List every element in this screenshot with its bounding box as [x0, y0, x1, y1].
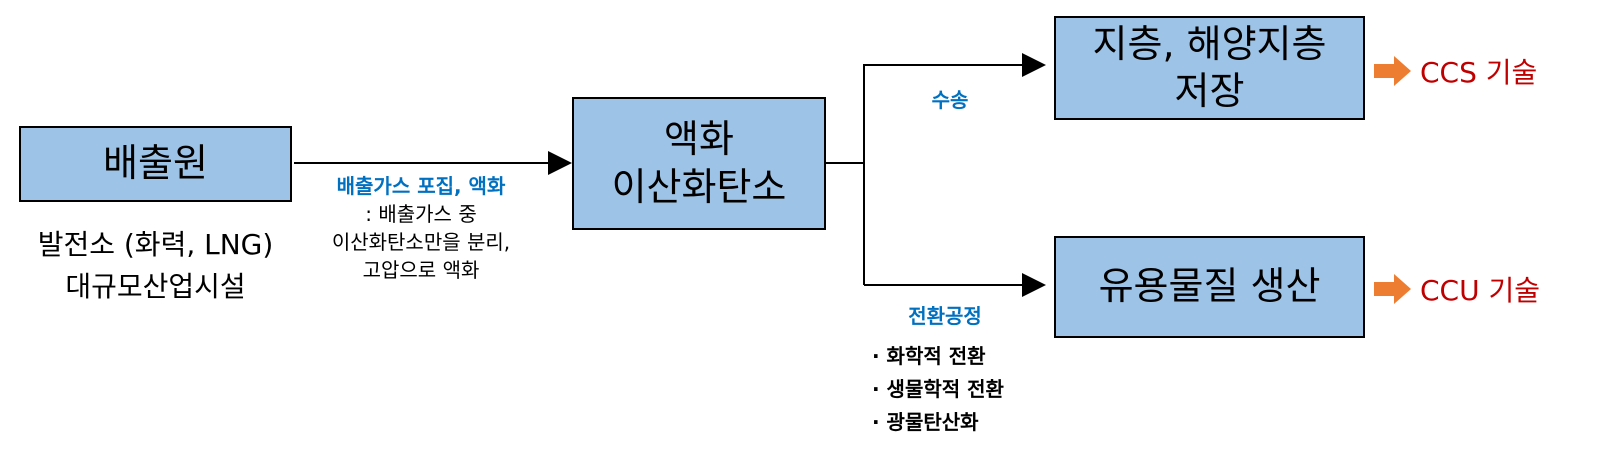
- capture-description-line-2: 이산화탄소만을 분리,: [331, 230, 511, 254]
- storage-line-2: 저장: [1174, 69, 1245, 113]
- capture-arrow-head: [548, 151, 572, 175]
- emission-source-box: 배출원: [19, 126, 292, 202]
- ccs-technology-tag: CCS 기술: [1374, 50, 1564, 90]
- capture-description-line-1: : 배출가스 중: [365, 202, 477, 226]
- conversion-item-chemical: · 화학적 전환: [872, 344, 986, 368]
- production-label: 유용물질 생산: [1098, 264, 1321, 309]
- conversion-arrow-head: [1022, 273, 1046, 297]
- right-arrow-icon: [1374, 274, 1411, 304]
- source-example-power: 발전소 (화력, LNG): [37, 228, 274, 261]
- right-arrow-icon: [1374, 56, 1411, 86]
- capture-label: 배출가스 포집, 액화: [336, 174, 506, 198]
- ccs-technology-label: CCS 기술: [1420, 56, 1538, 89]
- capture-annotation: 배출가스 포집, 액화 : 배출가스 중 이산화탄소만을 분리, 고압으로 액화: [298, 172, 544, 284]
- liquid-co2-line-1: 액화: [664, 117, 734, 161]
- transport-label: 수송: [931, 88, 969, 112]
- ccu-technology-tag: CCU 기술: [1374, 268, 1564, 308]
- conversion-label: 전환공정: [908, 304, 982, 328]
- liquid-co2-box: 액화 이산화탄소: [572, 97, 826, 230]
- conversion-item-mineral: · 광물탄산화: [872, 410, 979, 434]
- ccu-technology-label: CCU 기술: [1420, 274, 1541, 307]
- production-box: 유용물질 생산: [1054, 236, 1365, 338]
- transport-arrow-head: [1022, 53, 1046, 77]
- emission-source-label: 배출원: [103, 141, 208, 186]
- liquid-co2-line-2: 이산화탄소: [611, 164, 787, 209]
- source-example-industry: 대규모산업시설: [65, 270, 246, 303]
- storage-line-1: 지층, 해양지층: [1092, 21, 1327, 66]
- emission-source-examples: 발전소 (화력, LNG) 대규모산업시설: [19, 224, 292, 308]
- storage-box: 지층, 해양지층 저장: [1054, 16, 1365, 120]
- conversion-process-list: · 화학적 전환 · 생물학적 전환 · 광물탄산화: [872, 340, 1052, 439]
- capture-description-line-3: 고압으로 액화: [362, 258, 480, 282]
- conversion-item-biological: · 생물학적 전환: [872, 377, 1004, 401]
